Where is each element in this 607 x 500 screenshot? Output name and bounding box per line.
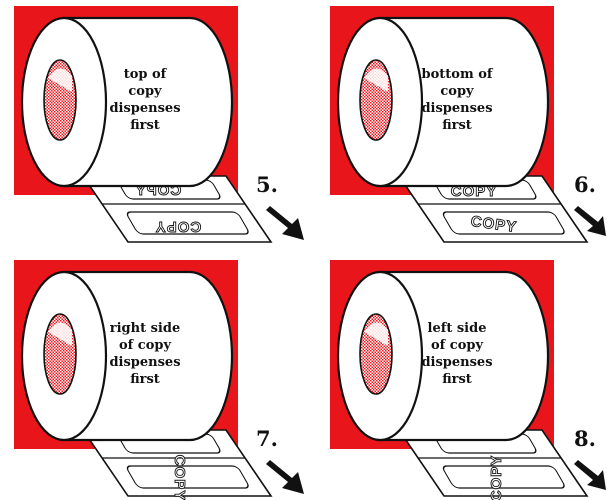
roll-caption-line-3: dispenses — [421, 355, 492, 370]
roll-caption-line-3: dispenses — [109, 101, 180, 116]
roll-caption-line-2: copy — [128, 84, 162, 99]
label-strip: COPY COPY — [397, 175, 589, 243]
dispense-arrow-icon — [266, 460, 304, 494]
label-strip: COPY — [397, 429, 589, 500]
panel-number: 5. — [256, 172, 278, 197]
roll-caption-line-2: of copy — [431, 338, 483, 353]
label-strip: COPY — [81, 429, 273, 500]
roll-caption-line-4: first — [442, 372, 472, 387]
copy-label-front: COPY — [488, 455, 505, 500]
dispense-arrow-icon — [574, 206, 606, 236]
paper-roll — [336, 270, 550, 442]
panel-number: 7. — [256, 426, 278, 451]
roll-caption-line-1: bottom of — [422, 67, 494, 82]
roll-caption-line-4: first — [442, 118, 472, 133]
roll-caption-line-1: left side — [428, 321, 487, 336]
roll-caption-line-3: dispenses — [421, 101, 492, 116]
roll-caption-line-2: copy — [440, 84, 474, 99]
paper-roll — [336, 16, 550, 188]
dispense-arrow-icon — [574, 460, 606, 490]
roll-caption-line-4: first — [130, 118, 160, 133]
copy-label-front: COPY — [155, 218, 202, 235]
roll-caption-line-4: first — [130, 372, 160, 387]
paper-roll — [20, 270, 234, 442]
label-strip: COPY COPY — [81, 175, 273, 243]
copy-label-front: COPY — [171, 455, 188, 500]
roll-caption-line-2: of copy — [119, 338, 171, 353]
roll-caption-line-3: dispenses — [109, 355, 180, 370]
panel-8: COPY left side of copy dispenses first 8… — [330, 260, 606, 500]
paper-roll — [20, 16, 234, 188]
panel-6: COPY COPY bottom of copy dispenses first… — [330, 6, 606, 243]
roll-caption-line-1: right side — [110, 321, 180, 336]
panel-number: 6. — [574, 172, 596, 197]
panel-5: COPY COPY top of copy dispenses first 5. — [14, 6, 304, 243]
roll-caption-line-1: top of — [124, 67, 168, 82]
dispense-arrow-icon — [266, 206, 304, 240]
panel-7: COPY right side of copy dispenses first … — [14, 260, 304, 500]
panel-number: 8. — [574, 426, 596, 451]
